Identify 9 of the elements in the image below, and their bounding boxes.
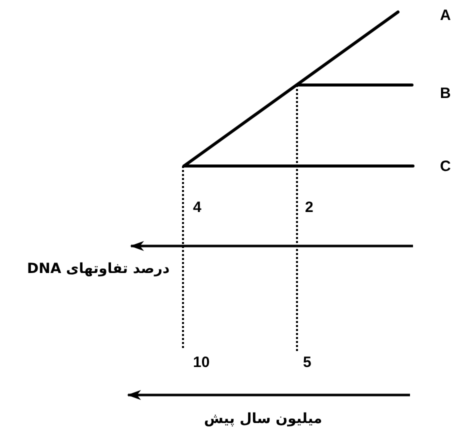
axis-title: درصد تفاوتهای DNA — [27, 262, 170, 276]
branch-label: B — [440, 86, 451, 101]
axis-value: 10 — [193, 355, 210, 370]
axis-value: 4 — [193, 200, 202, 215]
branch-label: C — [440, 159, 451, 174]
axis-value: 2 — [305, 200, 314, 215]
axis-value: 5 — [303, 355, 312, 370]
axis-title: میلیون سال پیش — [204, 412, 322, 426]
branch-label: A — [440, 8, 451, 23]
